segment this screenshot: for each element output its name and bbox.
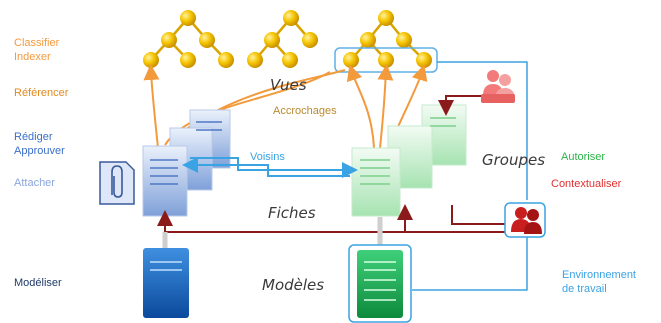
label-modeliser: Modéliser — [14, 277, 62, 289]
label-rediger: Rédiger — [14, 131, 53, 143]
label-indexer: Indexer — [14, 51, 51, 63]
label-modeles: Modèles — [262, 276, 325, 294]
label-referencer: Référencer — [14, 87, 69, 99]
model-green-server-icon — [348, 244, 412, 323]
voisins-arrows — [182, 157, 358, 178]
model-blue-server-icon — [143, 248, 189, 318]
label-autoriser: Autoriser — [561, 151, 606, 163]
label-contextualiser: Contextualiser — [551, 178, 622, 190]
paperclip-icon — [99, 161, 135, 205]
label-environnement-1: Environnement — [562, 269, 636, 281]
label-vues: Vues — [270, 76, 307, 94]
label-fiches: Fiches — [268, 204, 316, 222]
label-accrochages: Accrochages — [273, 105, 337, 117]
fiches-stack-green — [351, 104, 467, 217]
label-classifier: Classifier — [14, 37, 60, 49]
view-tree-3 — [343, 10, 432, 68]
environment-frame — [412, 61, 528, 291]
label-attacher: Attacher — [14, 177, 55, 189]
label-environnement-2: de travail — [562, 283, 607, 295]
label-groupes: Groupes — [482, 151, 546, 169]
view-tree-2 — [247, 10, 318, 68]
group-users-icon-top — [481, 70, 515, 103]
label-voisins: Voisins — [250, 151, 285, 163]
view-tree-1 — [143, 10, 234, 68]
group-users-icon-bottom — [504, 202, 546, 238]
label-approuver: Approuver — [14, 145, 65, 157]
